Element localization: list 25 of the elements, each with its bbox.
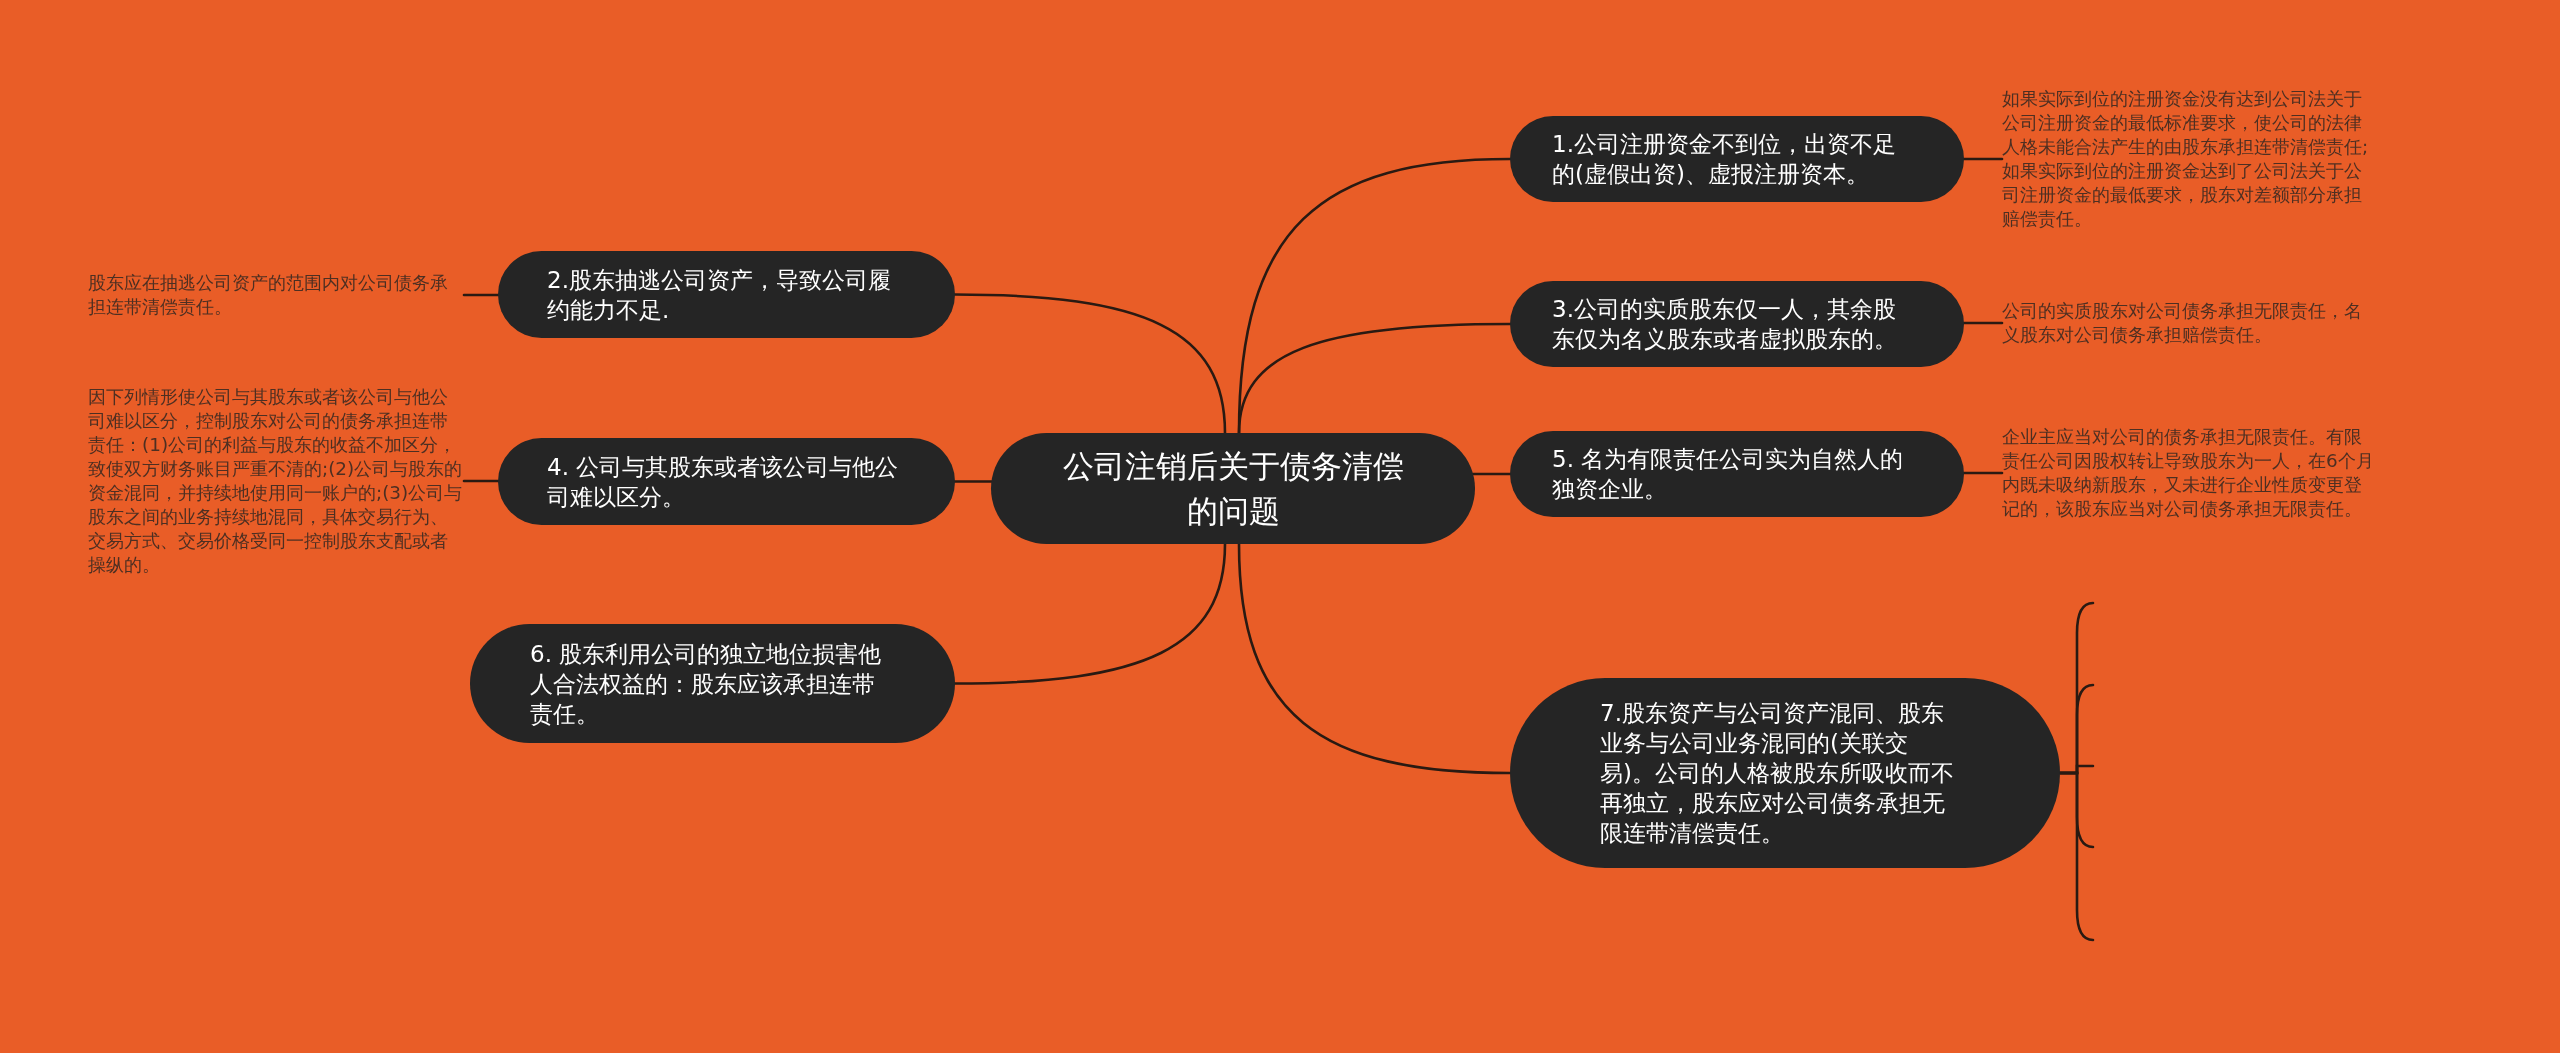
topic-text: 2.股东抽逃公司资产，导致公司履约能力不足. (547, 265, 892, 325)
topic-text: 5. 名为有限责任公司实为自然人的独资企业。 (1552, 445, 1904, 504)
branch-line (2058, 771, 2095, 942)
topic-text: 3.公司的实质股东仅一人，其余股东仅为名义股东或者虚拟股东的。 (1552, 295, 1898, 354)
connector-line (953, 480, 993, 483)
topic-text: 6. 股东利用公司的独立地位损害他人合法权益的：股东应该承担连带责任。 (530, 639, 882, 729)
connector-line (462, 479, 500, 483)
connector-line (953, 542, 1227, 685)
connector-line (1962, 157, 2004, 161)
note-text: 因下列情形使公司与其股东或者该公司与他公司难以区分，控制股东对公司的债务承担连带责任：(1)公司的利益与股东的收益不加区分，致使双方财务账目严重不清的;(2)公司与股东的资金混同，并持续地使用同一账户的;(3)公司与股东之间的业务持续地混同，具体交易行为、交易方式、交易价格受同一控制股东支配或者操纵的。 (88, 385, 464, 577)
topic-text: 4. 公司与其股东或者该公司与他公司难以区分。 (547, 452, 899, 512)
topic-text: 1.公司注册资金不到位，出资不足的(虚假出资)、虚报注册资本。 (1552, 130, 1897, 189)
note-text: 股东应在抽逃公司资产的范围内对公司债务承担连带清偿责任。 (88, 271, 464, 319)
connector-line (1471, 472, 1512, 476)
note-text: 企业主应当对公司的债务承担无限责任。有限责任公司因股权转让导致股东为一人，在6个月内既未吸纳新股东，又未进行企业性质变更登记的，该股东应当对公司债务承担无限责任。 (2002, 425, 2374, 521)
connector-line (1237, 542, 1512, 775)
connector-line (1962, 471, 2004, 475)
note-text: 如果实际到位的注册资金没有达到公司法关于公司注册资金的最低标准要求，使公司的法律人格未能合法产生的由股东承担连带清偿责任;如果实际到位的注册资金达到了公司法关于公司注册资金的最低要求，股东对差额部分承担赔偿责任。 (2002, 87, 2374, 231)
connector-line (953, 293, 1227, 435)
topic-text: 7.股东资产与公司资产混同、股东业务与公司业务混同的(关联交易)。公司的人格被股东所吸收而不再独立，股东应对公司债务承担无限连带清偿责任。 (1600, 699, 1955, 848)
connector-line (462, 293, 500, 297)
connector-line (1237, 322, 1512, 435)
connector-line (1962, 321, 2004, 325)
central-topic-text: 公司注销后关于债务清偿的问题 (1061, 446, 1405, 531)
note-text: 公司的实质股东对公司债务承担无限责任，名义股东对公司债务承担赔偿责任。 (2002, 299, 2374, 347)
